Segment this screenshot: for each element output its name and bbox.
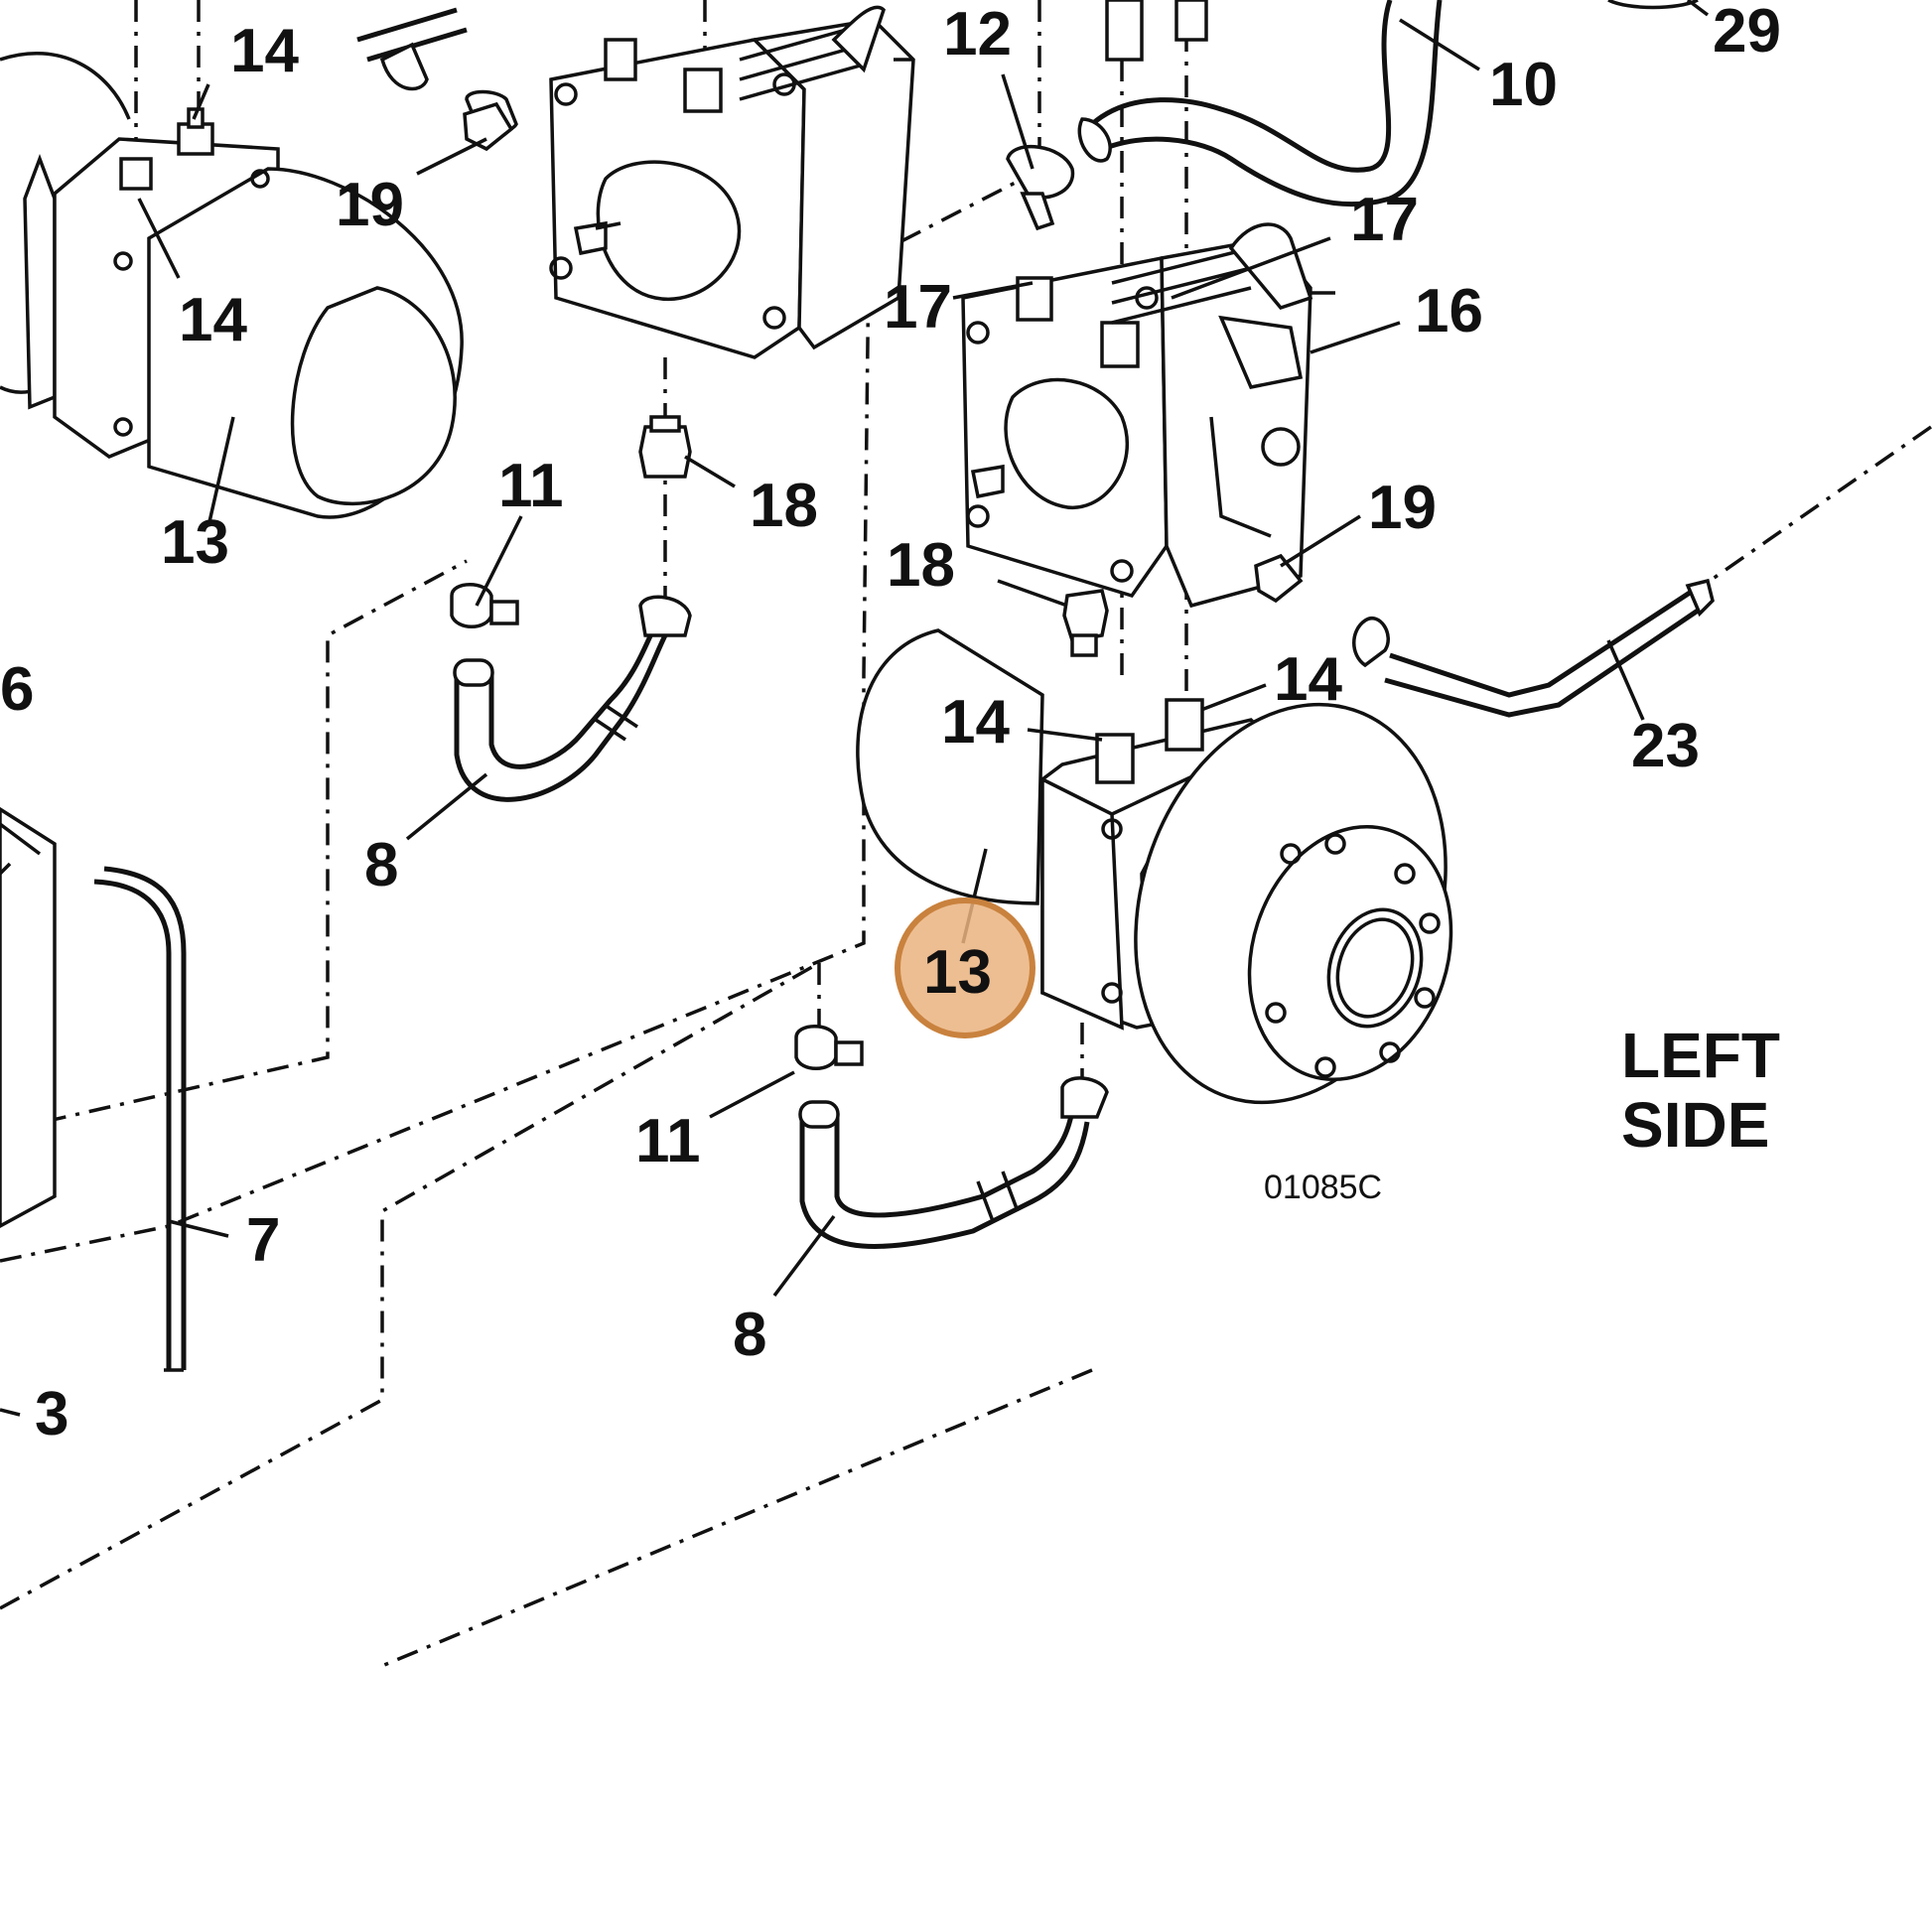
callout-7: 7 (246, 1206, 280, 1275)
valve-body-center (961, 222, 1335, 609)
callout-10: 10 (1489, 51, 1558, 119)
callout-17-a: 17 (1350, 186, 1419, 254)
callout-19-b: 19 (1368, 474, 1437, 542)
callout-11-a: 11 (498, 452, 564, 520)
side-label-line-2: SIDE (1621, 1089, 1769, 1161)
callout-6: 6 (0, 655, 34, 724)
callout-19-a: 19 (336, 171, 404, 239)
highlight-marker[interactable] (895, 897, 1035, 1038)
callout-8-b: 8 (733, 1301, 766, 1369)
callout-14-c: 14 (1274, 645, 1342, 714)
side-label-line-1: LEFT (1621, 1020, 1780, 1091)
callout-14-a: 14 (230, 17, 299, 85)
fittings (463, 101, 1390, 668)
callout-29: 29 (1713, 0, 1781, 66)
callout-14-d: 14 (941, 688, 1010, 757)
valve-body-top (549, 5, 915, 359)
pump-top-left (0, 51, 464, 519)
tube-23 (1384, 578, 1715, 718)
drawing-code: 01085C (1264, 1169, 1382, 1206)
hoses (453, 595, 1109, 1249)
callout-11-b: 11 (635, 1107, 701, 1175)
top-fittings (356, 0, 1699, 231)
callout-12: 12 (943, 0, 1012, 69)
left-partial-component (0, 806, 187, 1372)
side-label: LEFT SIDE (1621, 1020, 1780, 1161)
callout-13-highlighted[interactable]: 13 (923, 938, 992, 1007)
callout-labels: 14 14 13 19 12 10 29 17 17 16 11 18 19 1… (0, 0, 1781, 1449)
callout-13-a: 13 (161, 508, 229, 577)
callout-17-b: 17 (884, 273, 952, 342)
callout-16: 16 (1415, 277, 1483, 345)
callout-23: 23 (1631, 712, 1700, 780)
pump-main (856, 628, 1453, 1105)
callout-18-b: 18 (887, 531, 955, 600)
leader-lines (0, 0, 1710, 1417)
callout-8-a: 8 (364, 831, 398, 899)
callout-3: 3 (35, 1380, 69, 1449)
callout-14-b: 14 (179, 286, 247, 354)
callout-18-a: 18 (750, 472, 818, 540)
